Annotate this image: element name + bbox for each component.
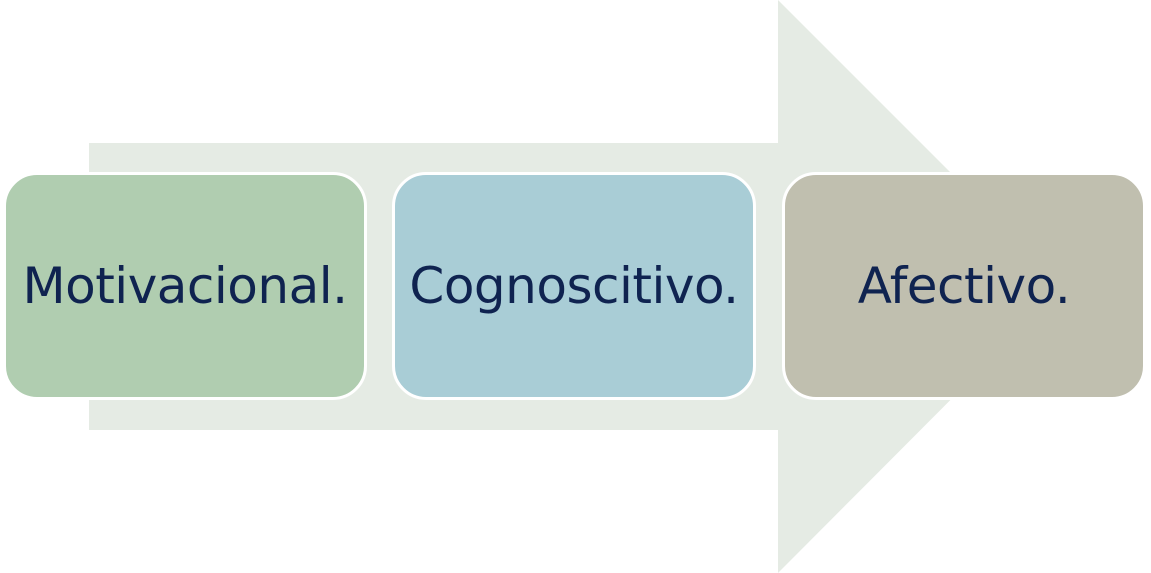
step-label-motivacional: Motivacional.: [22, 257, 348, 315]
step-label-cognoscitivo: Cognoscitivo.: [409, 257, 739, 315]
step-box-afectivo: Afectivo.: [782, 172, 1146, 400]
step-box-cognoscitivo: Cognoscitivo.: [392, 172, 756, 400]
step-box-motivacional: Motivacional.: [3, 172, 367, 400]
step-label-afectivo: Afectivo.: [857, 257, 1071, 315]
